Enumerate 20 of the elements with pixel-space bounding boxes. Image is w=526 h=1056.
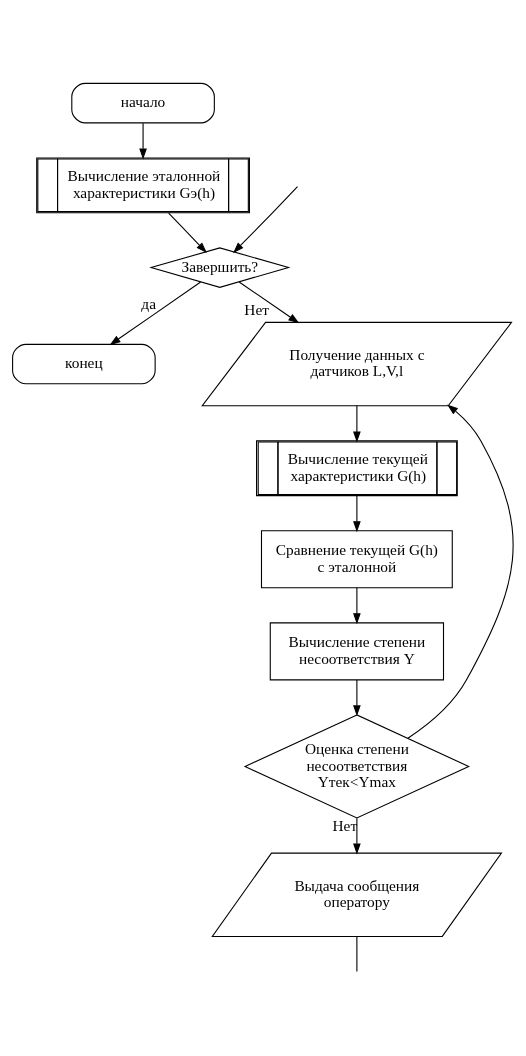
node-box: Сравнение текущей G(h) с эталонной — [260, 530, 453, 589]
node-diamond: Завершить? — [149, 247, 291, 288]
arrow — [168, 212, 207, 254]
node-box: конец — [12, 343, 156, 385]
arrow — [353, 405, 361, 443]
connector — [356, 936, 358, 972]
arrow — [353, 817, 361, 855]
node-box: начало — [71, 82, 215, 124]
node-box: Вычисление степени несоответствия Y — [269, 622, 445, 681]
arrow — [407, 404, 514, 739]
arrow — [353, 495, 361, 533]
arrow — [233, 186, 299, 254]
arrow — [238, 281, 300, 324]
node-diamond: Оценка степени несоответствия Yтек<Ymax — [243, 714, 471, 819]
edge-label: да — [141, 294, 156, 312]
arrow — [353, 679, 361, 717]
arrow — [139, 122, 147, 160]
arrow — [353, 587, 361, 625]
arrow — [109, 281, 202, 346]
edge-label: Нет — [244, 300, 269, 318]
